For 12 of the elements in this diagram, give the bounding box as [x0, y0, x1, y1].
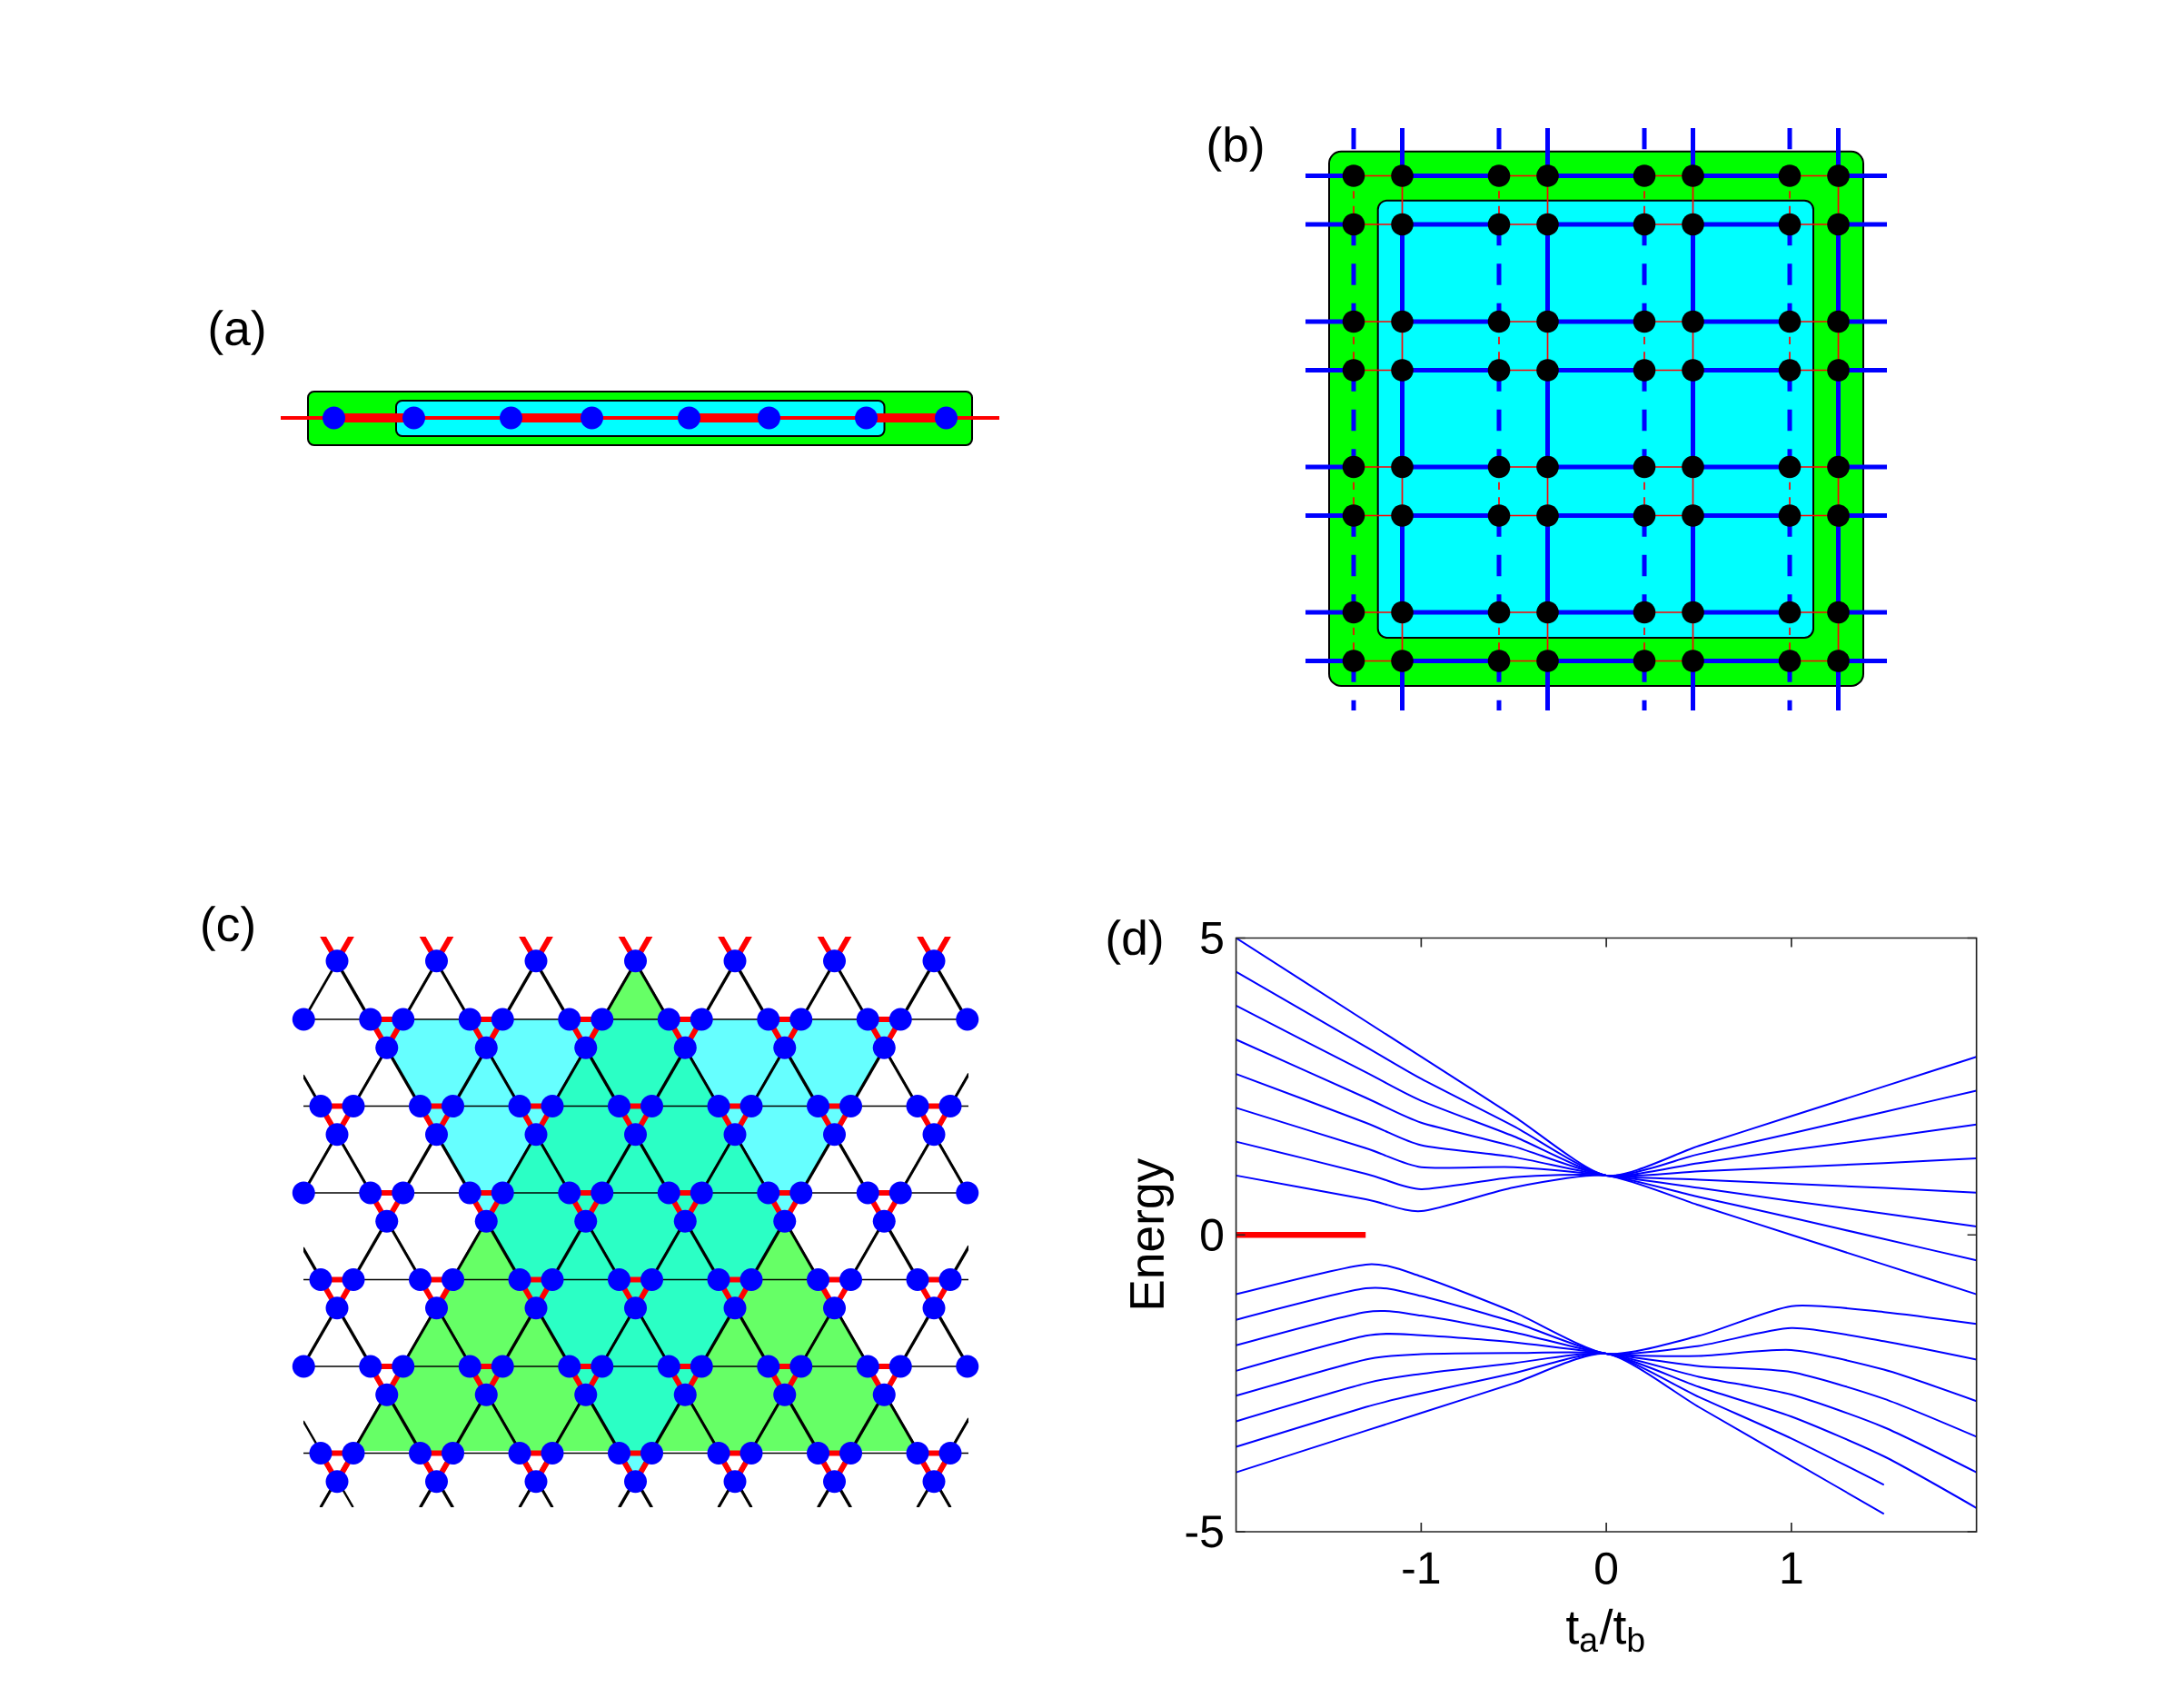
axis-title: t$_{a}$/t$_{b}$ — [1566, 1608, 1644, 1653]
tick-label: 0 — [1595, 1552, 1618, 1585]
panel-label: (d) — [1107, 919, 1162, 965]
panel-label: (c) — [203, 906, 253, 951]
axis-title: Energy — [1130, 1157, 1174, 1308]
tick-label: -5 — [1186, 1515, 1223, 1548]
panel-label: (b) — [1208, 126, 1263, 172]
tick-label: 0 — [1201, 1218, 1223, 1251]
tick-label: 5 — [1201, 922, 1223, 954]
tick-label: -1 — [1403, 1552, 1440, 1584]
panel-label: (a) — [210, 310, 264, 355]
tick-label: 1 — [1782, 1552, 1802, 1584]
